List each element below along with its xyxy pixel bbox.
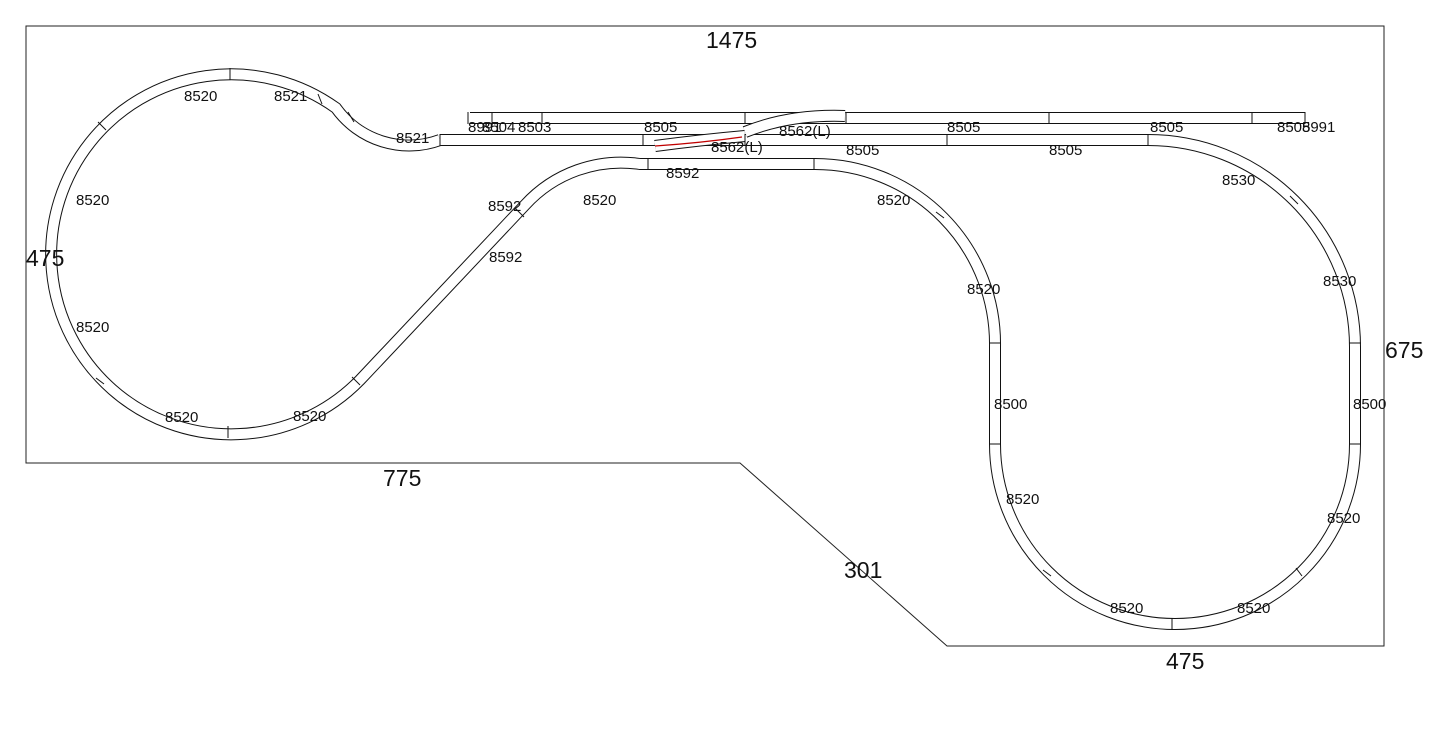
joint-mark bbox=[935, 211, 945, 219]
joint-mark bbox=[347, 111, 355, 123]
dimension-diagonal: 301 bbox=[844, 557, 882, 583]
track-label: 8520 bbox=[165, 409, 198, 426]
track-label: 8503 bbox=[518, 119, 551, 136]
track-label: 8562(L) bbox=[711, 139, 763, 156]
track-label: 8505 bbox=[846, 142, 879, 159]
track-label: 8505 bbox=[947, 119, 980, 136]
track-label: 8520 bbox=[1006, 491, 1039, 508]
joint-marks bbox=[95, 68, 1361, 630]
joint-mark bbox=[97, 121, 107, 131]
joint-mark bbox=[95, 377, 105, 385]
track-label: 8505 bbox=[1049, 142, 1082, 159]
dimension-bottom-right: 475 bbox=[1166, 648, 1204, 674]
track-label: 8520 bbox=[1110, 600, 1143, 617]
track-label: 8521 bbox=[274, 88, 307, 105]
dimension-right: 675 bbox=[1385, 337, 1423, 363]
track-label: 8592 bbox=[488, 198, 521, 215]
track-label: 8520 bbox=[293, 408, 326, 425]
track-label: 8505 bbox=[644, 119, 677, 136]
track-label: 8991 bbox=[468, 119, 501, 136]
track-label: 8592 bbox=[489, 249, 522, 266]
track-label: 8520 bbox=[1237, 600, 1270, 617]
track-label: 8991 bbox=[1302, 119, 1335, 136]
dimension-bottom-left: 775 bbox=[383, 465, 421, 491]
rail-outer bbox=[45, 68, 1361, 630]
track-labels: 8520 8521 8521 8520 8520 8520 8520 8592 … bbox=[76, 88, 1386, 617]
joint-mark bbox=[515, 208, 525, 218]
track-label: 8520 bbox=[184, 88, 217, 105]
highlighted-rail bbox=[654, 136, 743, 147]
buffer-stops bbox=[467, 112, 1306, 124]
track-label: 8500 bbox=[1353, 396, 1386, 413]
track-label: 8592 bbox=[666, 165, 699, 182]
track-label: 8504 bbox=[482, 119, 515, 136]
track-label: 8521 bbox=[396, 130, 429, 147]
track-label: 8520 bbox=[76, 319, 109, 336]
track-label: 8530 bbox=[1222, 172, 1255, 189]
joint-mark bbox=[351, 376, 361, 386]
joint-mark bbox=[1289, 195, 1299, 205]
track-label: 8520 bbox=[583, 192, 616, 209]
track-label: 8562(L) bbox=[779, 123, 831, 140]
rail-inner bbox=[46, 69, 1360, 629]
track-main-loop bbox=[51, 74, 1355, 624]
track-label: 8505 bbox=[1150, 119, 1183, 136]
dimension-top: 1475 bbox=[706, 27, 757, 53]
track-label: 8505 bbox=[1277, 119, 1310, 136]
joint-mark bbox=[1042, 569, 1052, 577]
joint-mark bbox=[1295, 567, 1303, 577]
track-label: 8520 bbox=[76, 192, 109, 209]
track-group bbox=[45, 68, 1361, 630]
track-label: 8520 bbox=[877, 192, 910, 209]
dimension-left: 475 bbox=[26, 245, 64, 271]
track-label: 8500 bbox=[994, 396, 1027, 413]
dimension-labels: 1475 475 675 775 301 475 bbox=[26, 27, 1423, 674]
track-label: 8520 bbox=[1327, 510, 1360, 527]
rail-inner bbox=[743, 110, 846, 137]
track-label: 8520 bbox=[967, 281, 1000, 298]
joint-mark bbox=[317, 93, 323, 105]
baseboard-outline bbox=[25, 25, 1385, 647]
track-label: 8530 bbox=[1323, 273, 1356, 290]
